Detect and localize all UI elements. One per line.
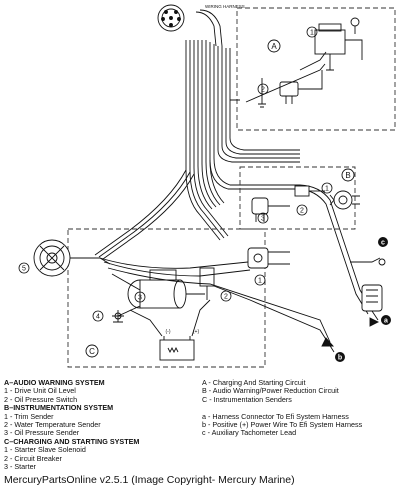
lead-letter-a: a bbox=[384, 318, 388, 325]
harness-label: WIRING HARNESS bbox=[205, 4, 245, 9]
legend-item: 1 - Starter Slave Solenoid bbox=[4, 445, 86, 455]
legend-item: 2 - Circuit Breaker bbox=[4, 453, 62, 463]
main-harness-bundle bbox=[94, 40, 373, 315]
trim-sender-icon bbox=[329, 190, 360, 210]
component-b2: 2 bbox=[300, 208, 304, 215]
legend-item: 1 - Trim Sender bbox=[4, 411, 54, 421]
wiring-diagram: WIRING HARNESS A B C 1 2 1 2 3 1 2 3 4 bbox=[18, 4, 396, 368]
section-label-a: A bbox=[271, 42, 277, 51]
legend-item: b - Positive (+) Power Wire To Efi Syste… bbox=[202, 420, 363, 430]
battery-plus-label: (+) bbox=[193, 329, 200, 335]
component-c1: 1 bbox=[258, 278, 262, 285]
legend-section-header: B–INSTRUMENTATION SYSTEM bbox=[4, 403, 114, 413]
section-label-c: C bbox=[89, 347, 95, 356]
component-c2: 2 bbox=[224, 294, 228, 301]
harness-plug-icon bbox=[157, 4, 223, 47]
section-b-box bbox=[239, 166, 356, 230]
legend-item: 3 - Starter bbox=[4, 462, 36, 472]
legend-item: A - Charging And Starting Circuit bbox=[202, 378, 306, 387]
alternator-icon bbox=[33, 239, 111, 277]
circuit-breaker-icon bbox=[199, 267, 215, 300]
legend-item: a - Harness Connector To Efi System Harn… bbox=[202, 411, 349, 421]
legend-item: 1 - Drive Unit Oil Level bbox=[4, 386, 76, 396]
legend-item: C - Instrumentation Senders bbox=[202, 394, 292, 404]
component-b3: 3 bbox=[261, 216, 265, 223]
legend-section-header: A–AUDIO WARNING SYSTEM bbox=[4, 378, 105, 387]
legend-item: 3 - Oil Pressure Sender bbox=[4, 428, 80, 438]
component-c3: 3 bbox=[138, 295, 142, 302]
battery-minus-label: (-) bbox=[166, 329, 171, 335]
starter-slave-solenoid-icon bbox=[247, 247, 290, 269]
battery-icon bbox=[129, 299, 211, 361]
section-a-box bbox=[236, 7, 396, 131]
component-c4: 4 bbox=[96, 314, 100, 321]
efi-harness-connector-icon bbox=[361, 284, 383, 321]
section-label-b: B bbox=[345, 171, 350, 180]
component-b1: 1 bbox=[325, 186, 329, 193]
legend-item: 2 - Water Temperature Sender bbox=[4, 420, 101, 430]
component-c5: 5 bbox=[22, 266, 26, 273]
footer-copyright: MercuryPartsOnline v2.5.1 (Image Copyrig… bbox=[0, 471, 400, 489]
legend-item: 2 - Oil Pressure Switch bbox=[4, 394, 78, 404]
component-a2: 2 bbox=[261, 87, 265, 94]
lead-letter-c: c bbox=[381, 240, 385, 247]
water-temperature-sender-icon bbox=[294, 185, 325, 197]
legend-item: c - Auxiliary Tachometer Lead bbox=[202, 428, 297, 438]
legend-item: B - Audio Warning/Power Reduction Circui… bbox=[202, 386, 339, 396]
section-c-box bbox=[67, 228, 266, 368]
lead-letter-b: b bbox=[338, 355, 342, 362]
drive-unit-oil-level-icon bbox=[314, 17, 363, 71]
legend-section-header: C–CHARGING AND STARTING SYSTEM bbox=[4, 436, 140, 446]
component-a1: 1 bbox=[310, 30, 314, 37]
